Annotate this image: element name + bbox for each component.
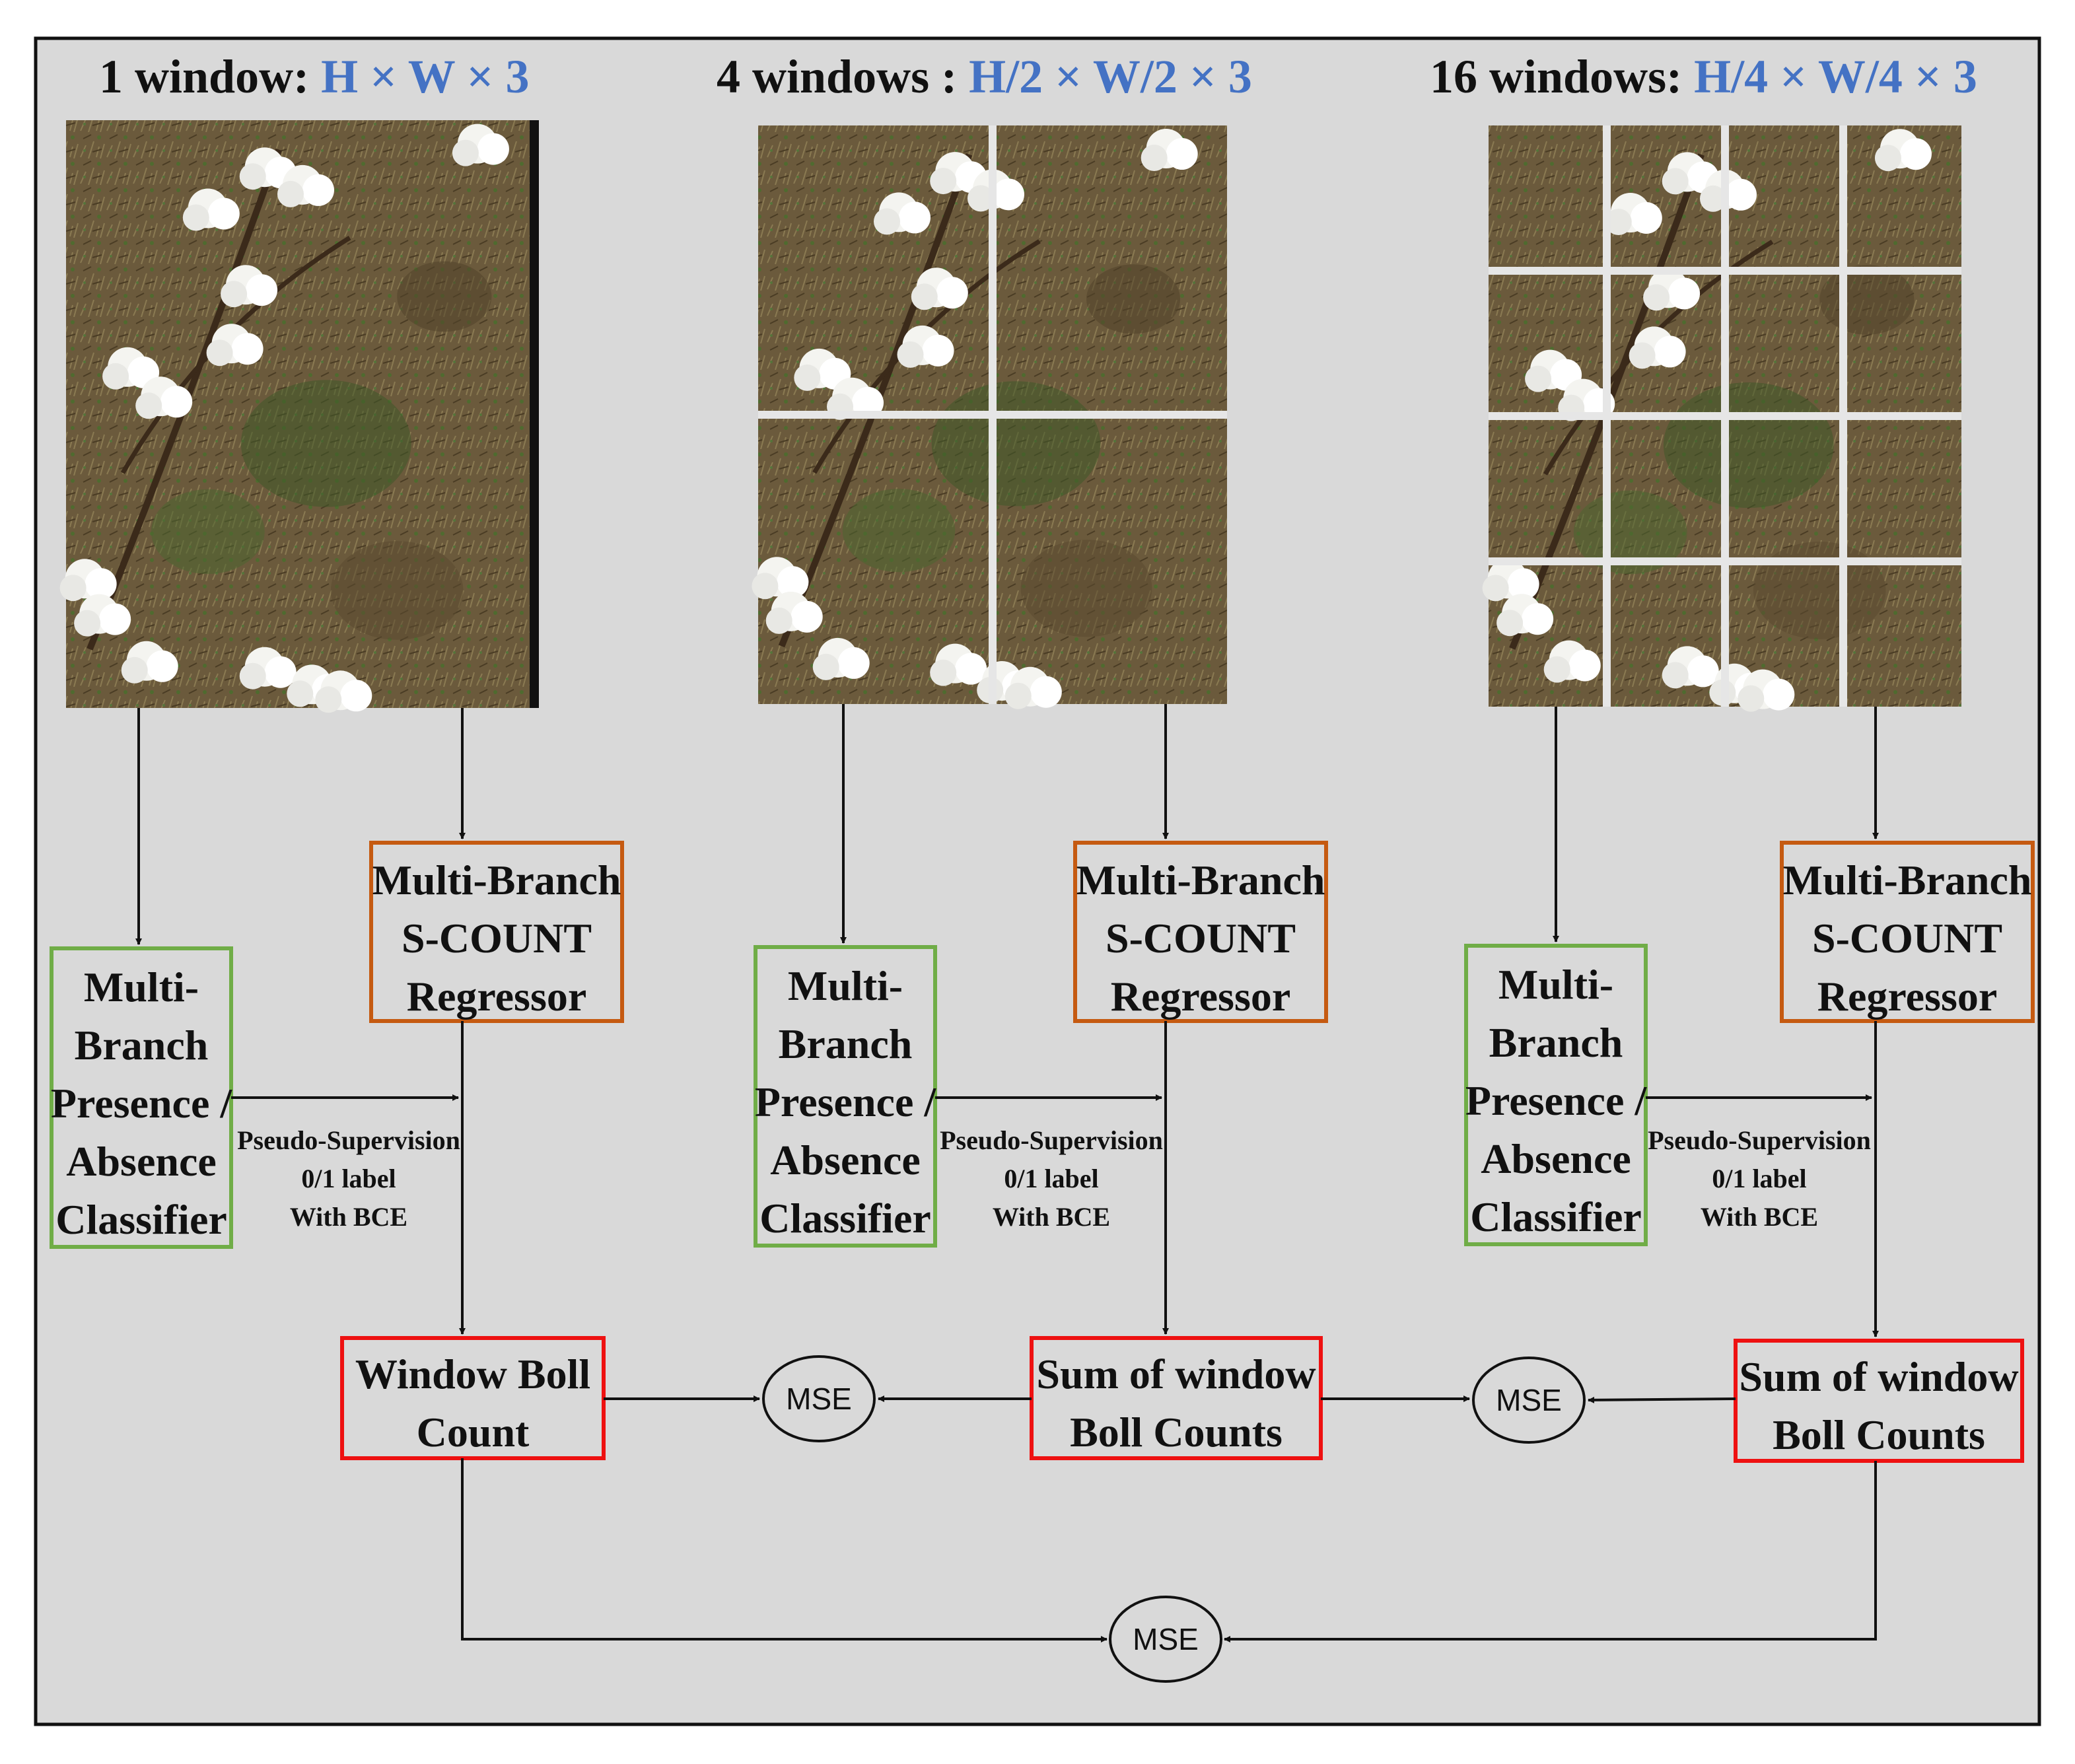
pseudo-supervision-label-line: With BCE bbox=[290, 1202, 407, 1232]
column-heading: 16 windows: H/4 × W/4 × 3 bbox=[1430, 50, 1977, 103]
pseudo-supervision-label-line: Pseudo-Supervision bbox=[940, 1125, 1163, 1155]
classifier-label-line: Classifier bbox=[55, 1196, 227, 1243]
pseudo-supervision-label-line: Pseudo-Supervision bbox=[237, 1125, 460, 1155]
classifier-label-line: Multi- bbox=[788, 962, 903, 1009]
boll-count-box bbox=[1734, 1339, 2024, 1463]
classifier-label-line: Absence bbox=[1481, 1135, 1631, 1182]
classifier-label-line: Branch bbox=[1489, 1019, 1623, 1066]
mse-label: MSE bbox=[1133, 1622, 1199, 1656]
classifier-label-line: Multi- bbox=[84, 964, 199, 1010]
regressor-label-line: Multi-Branch bbox=[1076, 857, 1325, 903]
classifier-label-line: Absence bbox=[770, 1137, 921, 1183]
classifier-label-line: Presence / bbox=[755, 1078, 936, 1125]
count-to-mse-arrow bbox=[1588, 1396, 1736, 1403]
classifier-label-line: Branch bbox=[779, 1020, 913, 1067]
scount-regressor-box bbox=[1073, 841, 1328, 1023]
scale-column-1: 1 window: H × W × 3Multi-BranchPresence … bbox=[50, 50, 624, 1460]
pseudo-supervision-label-line: 0/1 label bbox=[301, 1164, 396, 1193]
column-heading: 4 windows : H/2 × W/2 × 3 bbox=[717, 50, 1252, 103]
boll-count-label-line: Count bbox=[417, 1409, 530, 1456]
regressor-label-line: Regressor bbox=[1817, 973, 1998, 1020]
count-to-final-mse-connector bbox=[461, 1458, 1103, 1641]
heading-dimensions: H/2 × W/2 × 3 bbox=[969, 50, 1252, 103]
classifier-label-line: Multi- bbox=[1498, 961, 1613, 1008]
scount-regressor-box bbox=[369, 841, 624, 1023]
count-to-final-mse-connector bbox=[1230, 1461, 1877, 1641]
classifier-label-line: Presence / bbox=[1465, 1077, 1647, 1124]
pseudo-supervision-label-line: With BCE bbox=[993, 1202, 1110, 1232]
heading-dimensions: H × W × 3 bbox=[321, 50, 529, 103]
heading-prefix: 16 windows: bbox=[1430, 50, 1694, 103]
classifier-label-line: Classifier bbox=[1470, 1193, 1642, 1240]
boll-count-label-line: Boll Counts bbox=[1070, 1409, 1283, 1456]
boll-count-label-line: Window Boll bbox=[355, 1351, 590, 1397]
column-heading: 1 window: H × W × 3 bbox=[99, 50, 530, 103]
regressor-label-line: Regressor bbox=[407, 973, 587, 1020]
heading-prefix: 1 window: bbox=[99, 50, 321, 103]
scale-column-3: 16 windows: H/4 × W/4 × 3Multi-BranchPre… bbox=[1430, 50, 2035, 1463]
regressor-label-line: Multi-Branch bbox=[372, 857, 621, 903]
regressor-label-line: Regressor bbox=[1111, 973, 1291, 1020]
pseudo-supervision-label-line: 0/1 label bbox=[1712, 1164, 1806, 1193]
field-image bbox=[1482, 125, 1961, 712]
mse-label: MSE bbox=[1496, 1383, 1562, 1417]
boll-count-label-line: Sum of window bbox=[1739, 1353, 2018, 1400]
classifier-label-line: Presence / bbox=[51, 1080, 232, 1127]
field-image bbox=[752, 125, 1227, 709]
field-image bbox=[59, 120, 539, 713]
pseudo-supervision-label-line: Pseudo-Supervision bbox=[1648, 1125, 1871, 1155]
regressor-label-line: S-COUNT bbox=[1812, 915, 2002, 962]
mse-loss-node bbox=[1109, 1596, 1222, 1683]
classifier-label-line: Classifier bbox=[759, 1195, 931, 1242]
mse-loss-node bbox=[1472, 1357, 1586, 1444]
classifier-label-line: Branch bbox=[75, 1022, 209, 1069]
heading-dimensions: H/4 × W/4 × 3 bbox=[1694, 50, 1977, 103]
pseudo-supervision-label-line: 0/1 label bbox=[1004, 1164, 1098, 1193]
regressor-label-line: S-COUNT bbox=[402, 915, 592, 962]
regressor-label-line: S-COUNT bbox=[1106, 915, 1296, 962]
boll-count-label-line: Boll Counts bbox=[1773, 1411, 1985, 1458]
mse-loss-node bbox=[762, 1355, 876, 1442]
presence-absence-classifier-box bbox=[1464, 944, 1648, 1246]
regressor-label-line: Multi-Branch bbox=[1783, 857, 2032, 903]
boll-count-label-line: Sum of window bbox=[1036, 1351, 1316, 1397]
heading-prefix: 4 windows : bbox=[717, 50, 969, 103]
classifier-label-line: Absence bbox=[66, 1138, 217, 1185]
mse-label: MSE bbox=[786, 1382, 852, 1416]
scale-column-2: 4 windows : H/2 × W/2 × 3Multi-BranchPre… bbox=[717, 50, 1328, 1460]
scount-regressor-box bbox=[1780, 841, 2035, 1023]
pseudo-supervision-label-line: With BCE bbox=[1701, 1202, 1818, 1232]
